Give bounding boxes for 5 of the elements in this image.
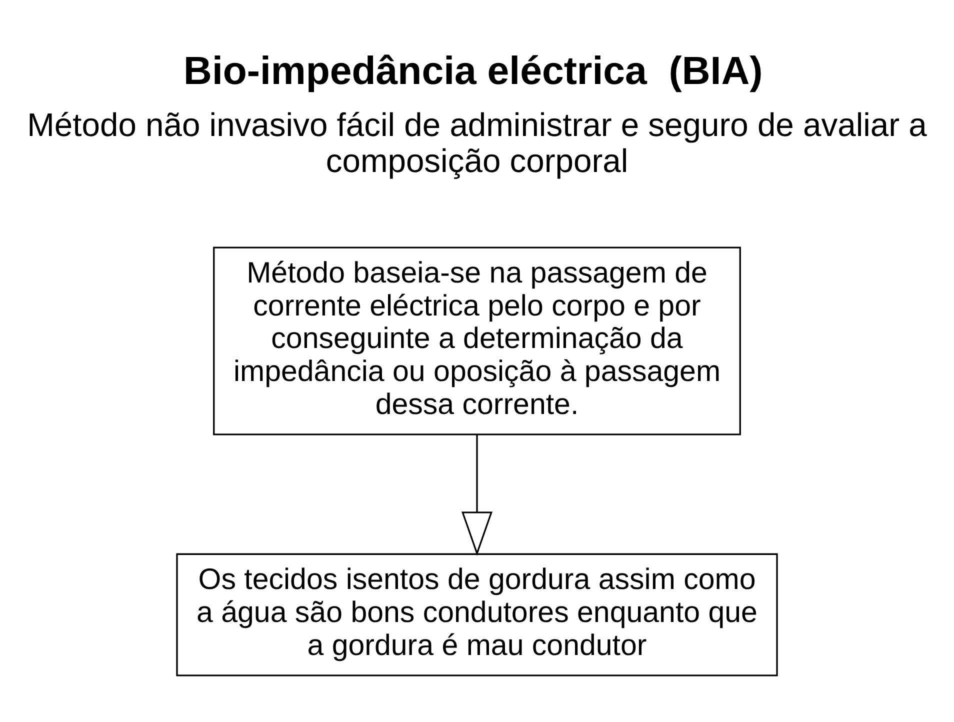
node-box: Método baseia-se na passagem de corrente eléctrica pelo corpo e por conseguinte a determinação da impedância ou oposição à passagem dessa corrente. bbox=[213, 246, 741, 435]
node-box: Os tecidos isentos de gordura assim como a água são bons condutores enquanto que a gordura é mau condutor bbox=[176, 552, 778, 676]
diagram-title: Bio-impedância eléctrica (BIA) bbox=[184, 48, 763, 92]
label: Método não invasivo fácil de administrar e seguro de avaliar a composição corporal bbox=[27, 106, 927, 179]
arrow bbox=[462, 434, 492, 556]
